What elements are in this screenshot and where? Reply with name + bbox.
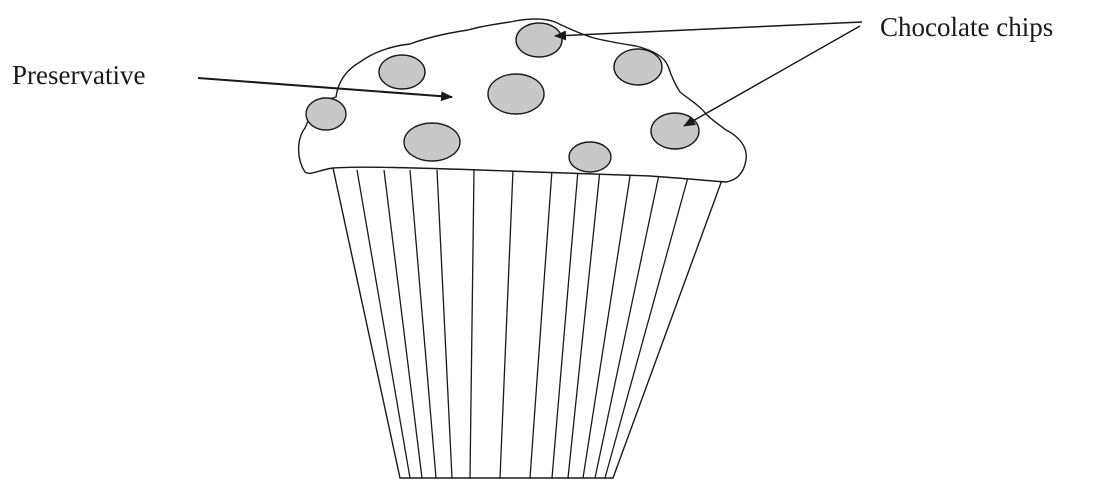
chocolate-chips-label: Chocolate chips [880,14,1053,41]
liner-pleat [410,170,436,478]
chocolate-chips-arrow-top [555,22,862,36]
paper-liner [333,168,722,478]
chocolate-chip [306,98,346,130]
liner-pleats [357,170,690,478]
chocolate-chip [569,142,611,172]
liner-pleat [530,170,552,478]
liner-pleat [568,170,600,478]
preservative-label: Preservative [12,62,145,89]
liner-pleat [605,170,690,478]
chocolate-chip [651,113,699,149]
liner-outline [333,168,722,478]
chocolate-chip [516,23,562,57]
liner-pleat [470,170,474,478]
chocolate-chip [379,55,425,89]
chocolate-chip [614,49,662,85]
chocolate-chip [488,74,544,114]
liner-pleat [357,170,410,478]
chocolate-chips-arrow-side [684,26,860,126]
chocolate-chip [404,123,460,161]
liner-pleat [437,170,452,478]
liner-pleat [583,170,631,478]
liner-pleat [552,170,578,478]
liner-pleat [500,170,513,478]
liner-pleat [595,170,660,478]
